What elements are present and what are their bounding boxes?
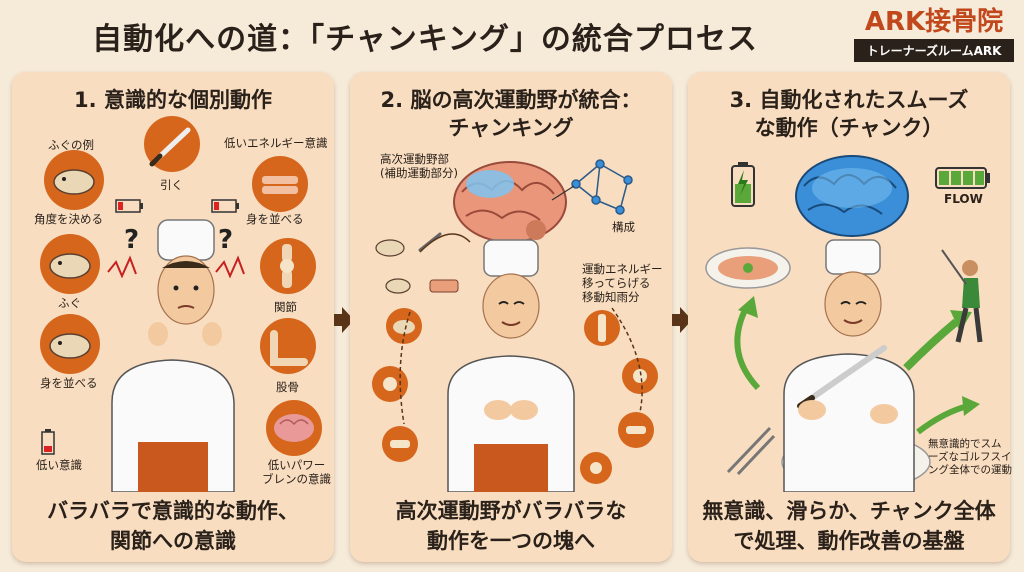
label-motor-energy: 運動エネルギー 移ってらげる 移動知雨分 [582,262,663,304]
panel-3-title: 3. 自動化されたスムーズ な動作（チャンク） [688,86,1010,142]
label-fugu-example: ふぐの例 [48,138,94,152]
fugu-circle-2-icon [40,234,100,294]
label-arrange-2: 身を並べる [40,376,98,390]
label-motor-energy-line-1: 運動エネルギー [582,262,663,276]
logo-sub-text: トレーナーズルームARK [854,39,1014,62]
panel-3-caption-line-1: 無意識、滑らか、チャンク全体 [702,499,996,523]
low-battery-icon-2 [211,199,239,213]
hip-bone-circle-icon [260,318,316,374]
label-composition: 構成 [612,220,635,234]
label-golf-note-line-2: ーズなゴルフスイ [928,451,1012,463]
label-higher-motor-line-2: (補助運動部分) [380,166,458,180]
panel-automated-motion: 3. 自動化されたスムーズ な動作（チャンク） [688,72,1012,562]
panel-1-caption: バラバラで意識的な動作、 関節への意識 [12,496,334,556]
knee-circle-small-icon [372,366,408,402]
low-battery-icon-3 [41,429,55,455]
flow-arrow-1-icon [328,307,354,333]
joint-circle-small-icon-2 [622,358,658,394]
fish-slices-circle-icon [252,156,308,212]
confusion-zigzag-right-icon [215,255,245,279]
brain-automated-icon [795,155,909,237]
knife-small-icon [418,232,442,252]
label-arrange-1: 身を並べる [246,212,304,226]
bone-circle-small-icon [382,426,418,462]
panel-2-title-line-1: 2. 脳の高次運動野が統合： [380,88,642,112]
flow-arrow-2-icon [666,307,692,333]
label-motor-energy-line-3: 移動知雨分 [582,290,640,304]
panel-1-caption-line-2: 関節への意識 [110,529,236,553]
golfer-figure-icon [941,249,983,343]
panel-3-title-line-1: 3. 自動化されたスムーズ [729,88,969,112]
fugu-circle-3-icon [40,314,100,374]
panel-3-caption-line-2: で処理、動作改善の基盤 [733,529,965,553]
fugu-small-icon [375,239,405,257]
fugu-small-icon-2 [385,278,411,294]
battery-full-icon [935,167,990,189]
fugu-circle-small-icon [386,308,422,344]
svg-text:?: ? [124,225,139,255]
label-hip-bone: 股骨 [276,380,299,394]
label-decide-angle: 角度を決める [34,212,103,226]
label-golf-note: 無意識的でスム ーズなゴルフスイ ング全体での運動 [928,438,1012,477]
panel-2-illustration [372,159,658,492]
panel-3-caption: 無意識、滑らか、チャンク全体 で処理、動作改善の基盤 [688,496,1010,556]
panel-conscious-actions: 1. 意識的な個別動作 [12,72,334,562]
confused-chef-figure [111,219,235,492]
brain-circle-icon [266,400,322,456]
label-fugu: ふぐ [58,296,81,310]
page-title: 自動化への道：「チャンキング」の統合プロセス [92,22,758,57]
label-pull: 引く [160,178,183,192]
sashimi-plate-top-icon [705,247,791,289]
label-higher-motor-line-1: 高次運動野部 [380,152,449,166]
label-low-energy: 低いエネルギー意識 [224,136,328,150]
chopsticks-icon [726,426,776,476]
brain-higher-motor-icon [453,161,567,243]
panel-3-title-line-2: な動作（チャンク） [754,116,944,140]
knife-circle-icon [144,116,200,172]
joint-circle-small-icon-1 [584,310,620,346]
panel-2-title-line-2: チャンキング [448,116,574,140]
flow-arrow-left-icon [734,306,761,391]
flow-arrow-right-icon [903,318,959,371]
label-joint: 関節 [274,300,297,314]
label-golf-note-line-3: ング全体での運動 [928,464,1012,476]
chunking-chef-figure [447,239,575,492]
panel-2-title: 2. 脳の高次運動野が統合： チャンキング [350,86,672,142]
panel-3-illustration [705,155,990,492]
fugu-circle-1-icon [44,150,104,210]
panel-2-caption-line-2: 動作を一つの塊へ [427,529,595,553]
svg-text:?: ? [218,225,233,255]
label-flow: FLOW [944,192,983,206]
panel-2-caption: 高次運動野がバラバラな 動作を一つの塊へ [350,496,672,556]
confusion-zigzag-left-icon [107,255,137,279]
logo-main-text: ARK接骨院 [864,7,1004,37]
fish-slices-small-icon [429,279,459,293]
panel-2-caption-line-1: 高次運動野がバラバラな [395,499,627,523]
panel-1-illustration: ? ? [40,116,322,492]
low-battery-icon-1 [115,199,143,213]
label-low-awareness: 低い意識 [36,458,82,472]
automated-chef-figure [783,239,915,492]
label-low-power-line-1: 低いパワー [267,458,326,472]
neural-network-icon [571,159,633,215]
label-golf-note-line-1: 無意識的でスム [928,438,1002,450]
joint-circle-small-icon-3 [618,412,654,448]
label-low-power-line-2: ブレンの意識 [262,472,331,486]
label-low-power: 低いパワー ブレンの意識 [262,458,331,486]
panel-1-title: 1. 意識的な個別動作 [74,88,272,112]
label-motor-energy-line-2: 移ってらげる [582,276,651,290]
knee-joint-circle-icon [260,238,316,294]
label-higher-motor: 高次運動野部 (補助運動部分) [380,152,458,180]
panel-1-caption-line-1: バラバラで意識的な動作、 [47,499,299,523]
panel-chunking: 2. 脳の高次運動野が統合： チャンキング [350,72,672,562]
joint-circle-small-icon-4 [580,452,612,484]
battery-charging-icon [731,162,755,207]
logo: ARK接骨院 トレーナーズルームARK [854,8,1014,64]
